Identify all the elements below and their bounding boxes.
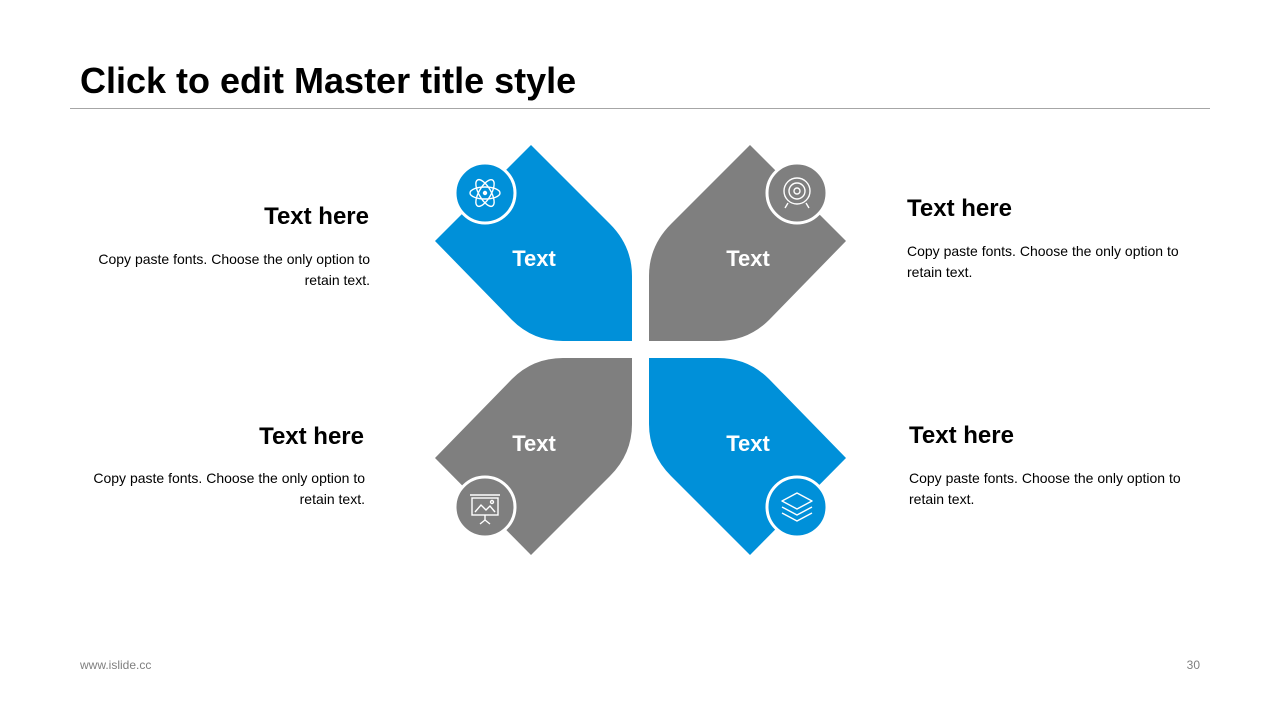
petal-label-top-right: Text bbox=[726, 246, 770, 271]
heading-top-right: Text here bbox=[907, 195, 1012, 222]
body-bottom-left: Copy paste fonts. Choose the only option… bbox=[93, 470, 365, 507]
petal-label-bottom-right: Text bbox=[726, 431, 770, 456]
heading-bottom-left: Text here bbox=[259, 423, 364, 450]
title-divider bbox=[70, 108, 1210, 109]
heading-top-left: Text here bbox=[264, 203, 369, 230]
presentation-icon bbox=[453, 475, 517, 539]
page-title: Click to edit Master title style bbox=[80, 60, 577, 101]
target-icon bbox=[765, 161, 829, 225]
petal-label-top-left: Text bbox=[512, 246, 556, 271]
heading-bottom-right: Text here bbox=[909, 422, 1014, 449]
body-bottom-right: Copy paste fonts. Choose the only option… bbox=[909, 470, 1181, 507]
body-top-left: Copy paste fonts. Choose the only option… bbox=[98, 251, 370, 288]
layers-icon bbox=[765, 475, 829, 539]
atom-icon bbox=[453, 161, 517, 225]
footer-url: www.islide.cc bbox=[80, 658, 152, 672]
page-number: 30 bbox=[1186, 658, 1200, 672]
petal-label-bottom-left: Text bbox=[512, 431, 556, 456]
body-top-right: Copy paste fonts. Choose the only option… bbox=[907, 243, 1179, 280]
